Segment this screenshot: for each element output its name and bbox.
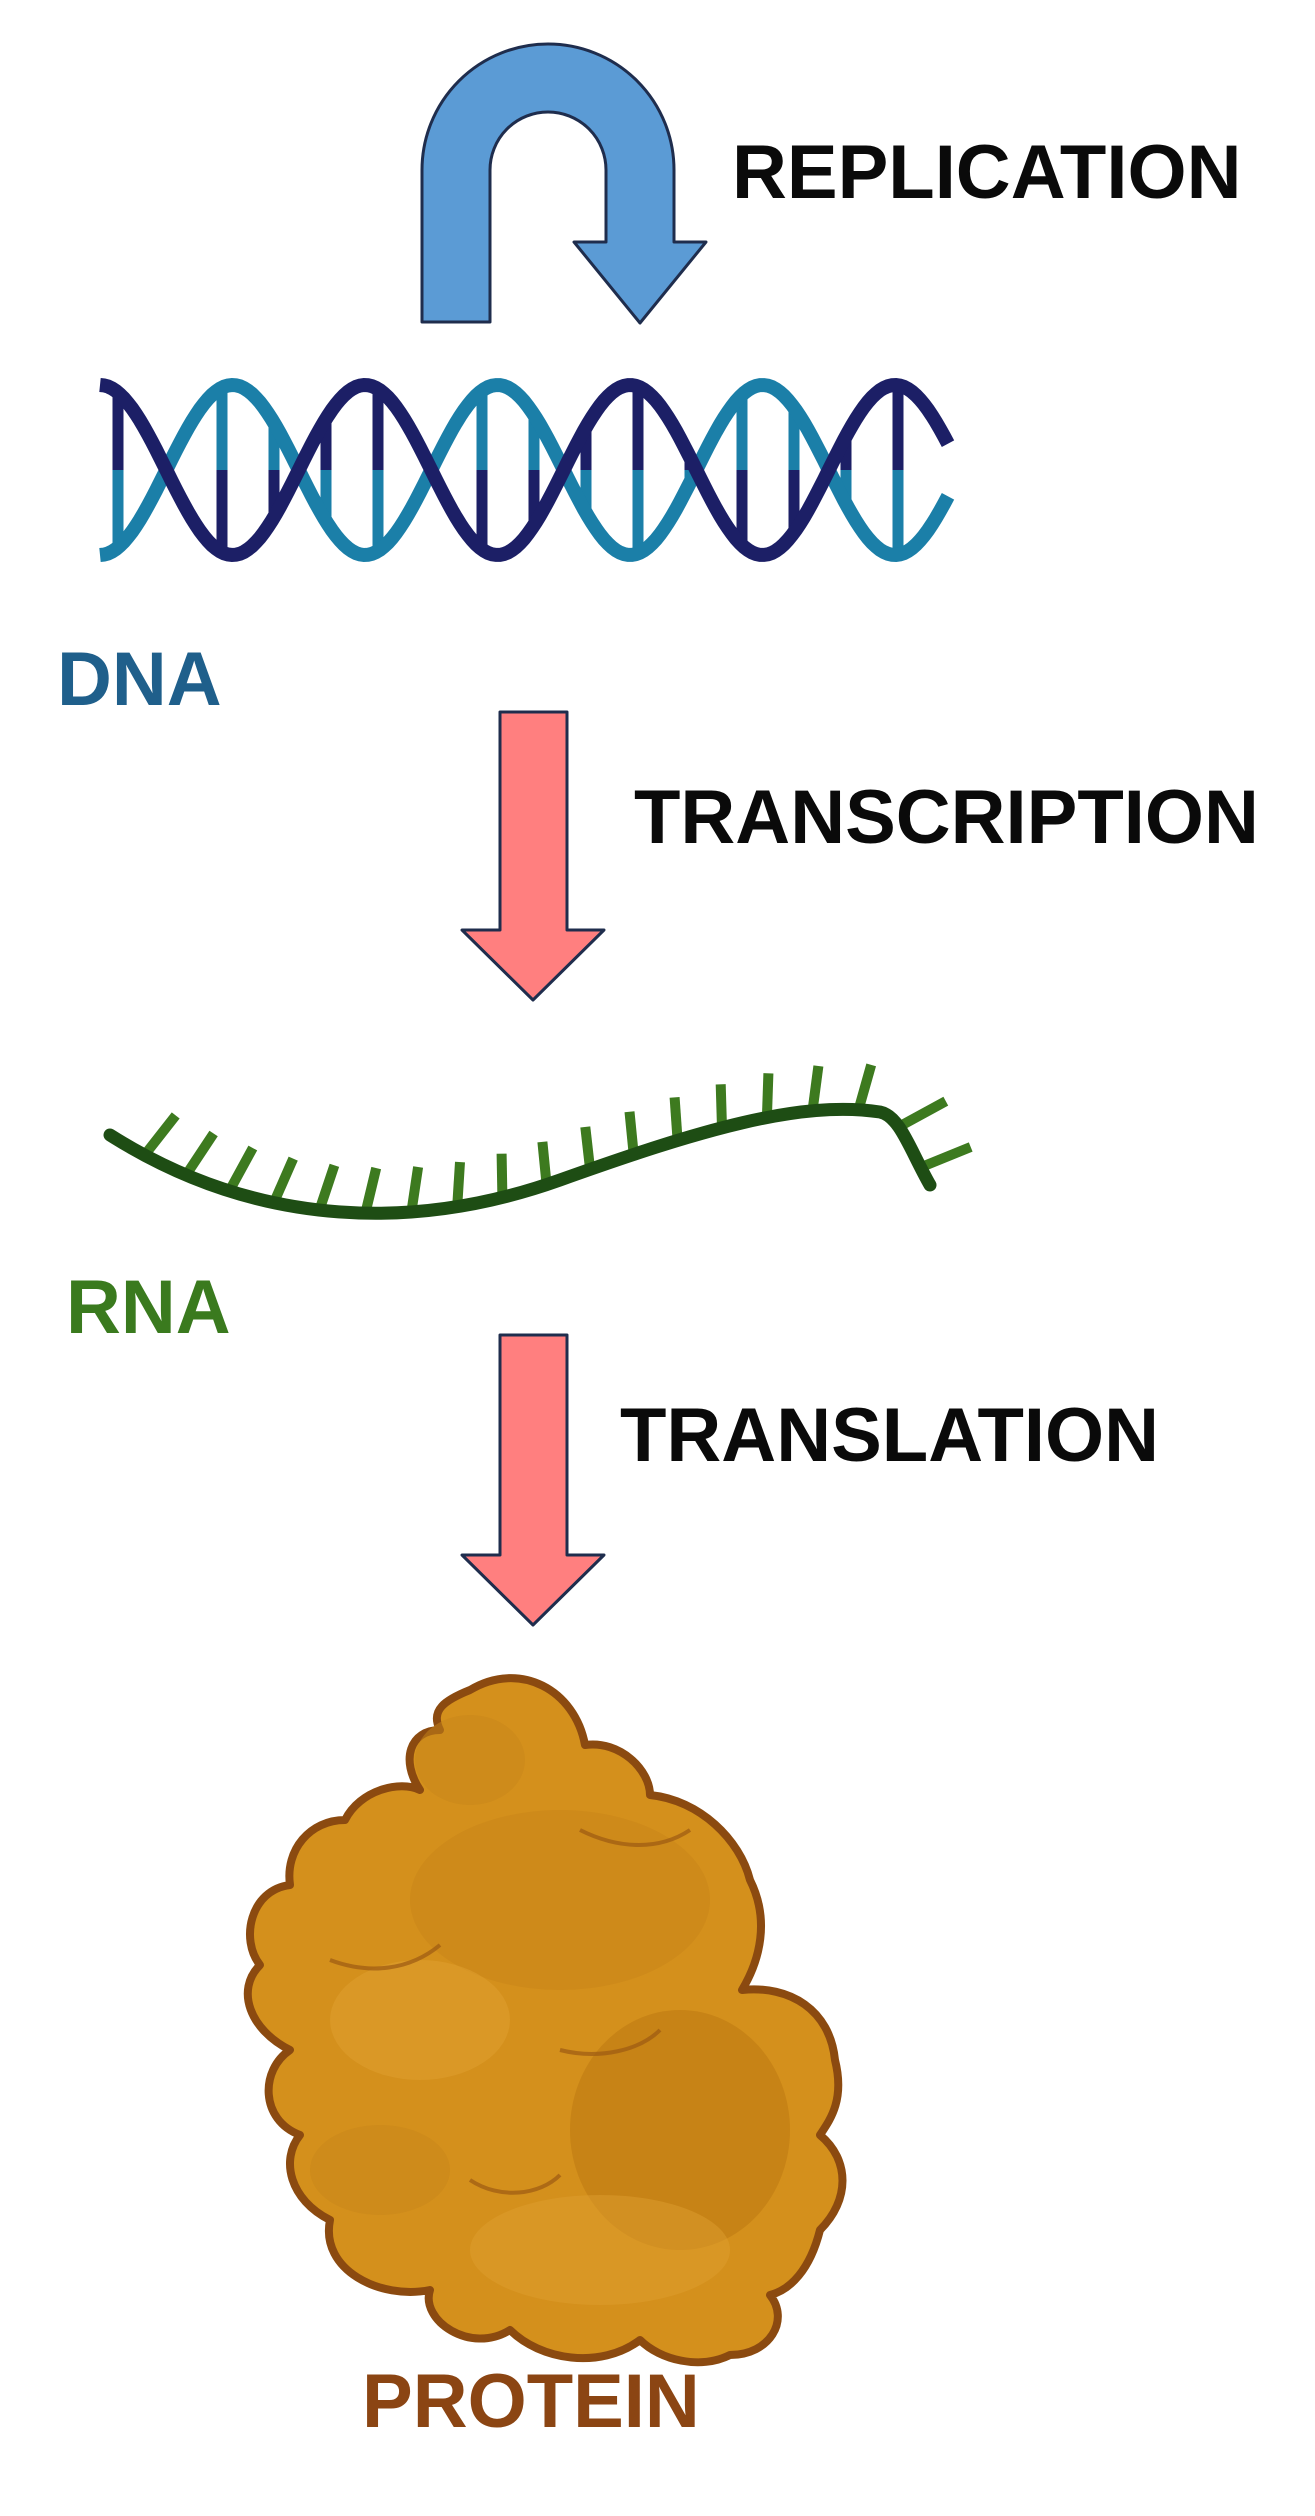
rna-base (360, 1166, 382, 1215)
rna-base (496, 1153, 508, 1198)
rna-base (140, 1112, 180, 1159)
rna-base (669, 1097, 683, 1141)
rna-base (853, 1063, 877, 1112)
rna-base (580, 1126, 596, 1170)
rna-base (896, 1096, 949, 1132)
rna-base (314, 1163, 340, 1212)
single-strand-icon (103, 1063, 973, 1220)
rna-base (918, 1142, 973, 1173)
rna-base (269, 1156, 298, 1205)
transcription-arrow-icon (460, 710, 606, 1002)
translation-label: TRANSLATION (620, 1393, 1159, 1478)
protein-label: PROTEIN (362, 2359, 700, 2444)
rna-base (225, 1145, 258, 1194)
double-helix-icon (99, 377, 955, 563)
rna-base (181, 1130, 218, 1178)
rna-base (406, 1166, 424, 1213)
replication-arrow-icon (420, 42, 708, 325)
dna-label: DNA (57, 637, 222, 722)
rna-base (452, 1161, 465, 1207)
rna-base (537, 1141, 552, 1186)
rna-base (624, 1111, 639, 1155)
replication-label: REPLICATION (732, 130, 1242, 215)
rna-base (761, 1073, 774, 1118)
folded-protein-icon (243, 1674, 847, 2367)
transcription-label: TRANSCRIPTION (634, 775, 1259, 860)
rna-label: RNA (66, 1265, 231, 1350)
translation-arrow-icon (460, 1333, 606, 1627)
rna-base (715, 1084, 727, 1128)
rna-base (807, 1065, 824, 1112)
